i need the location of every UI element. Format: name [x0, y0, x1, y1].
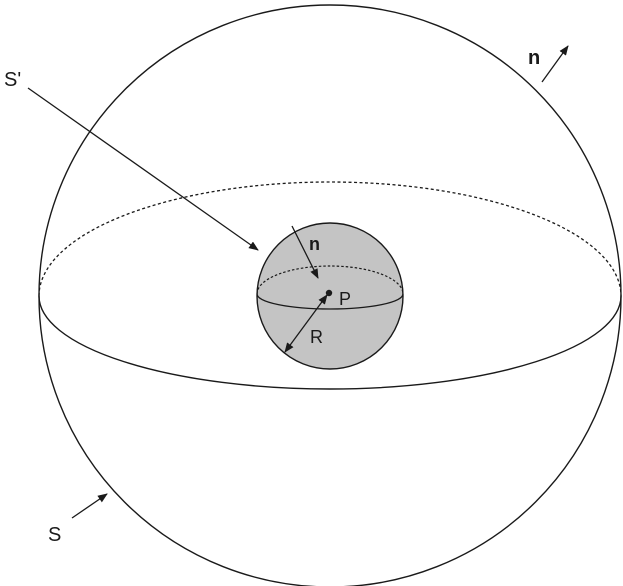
outer-surface-pointer — [71, 493, 108, 519]
label-inner-normal: n — [309, 234, 320, 254]
inner-equator-front — [256, 293, 404, 310]
label-outer-surface: S — [48, 524, 61, 546]
label-radius: R — [310, 327, 323, 347]
outer-equator-front — [38, 295, 622, 390]
label-inner-surface: S' — [4, 69, 21, 91]
outer-equator-back — [38, 181, 622, 297]
inner-normal-arrow — [291, 225, 319, 279]
label-outer-normal: n — [528, 47, 540, 69]
radius-arrow — [284, 294, 328, 353]
outer-normal-arrow — [541, 45, 569, 83]
inner-equator-back — [256, 265, 404, 295]
label-point: P — [339, 289, 351, 309]
inner-surface-pointer — [27, 87, 259, 251]
